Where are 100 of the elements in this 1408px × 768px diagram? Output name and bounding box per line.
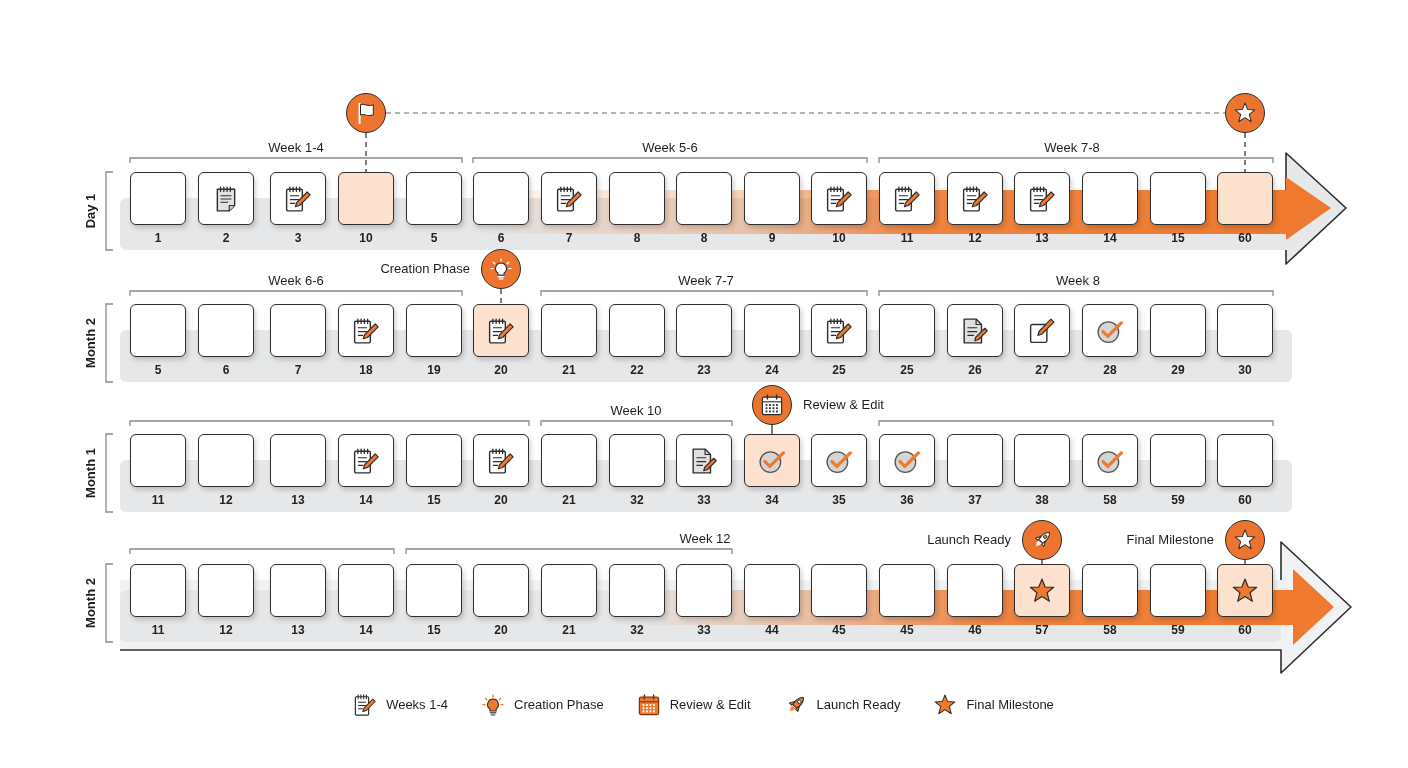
dashed-connector — [1244, 559, 1246, 565]
dashed-connector — [1244, 132, 1246, 173]
day-cell — [676, 304, 732, 357]
day-cell — [473, 434, 529, 487]
day-number: 10 — [832, 231, 846, 245]
row-label: Month 2 — [82, 318, 100, 368]
day-cell — [198, 304, 254, 357]
day-number: 26 — [968, 363, 982, 377]
day-cell — [676, 172, 732, 225]
day-number: 60 — [1238, 231, 1252, 245]
day-cell — [609, 172, 665, 225]
day-cell — [947, 564, 1003, 617]
day-cell — [1150, 172, 1206, 225]
day-cell — [1217, 304, 1273, 357]
day-number: 20 — [494, 493, 508, 507]
day-cell — [406, 172, 462, 225]
day-cell — [270, 434, 326, 487]
dashed-connector — [385, 112, 1226, 114]
day-cell — [338, 564, 394, 617]
day-number: 59 — [1171, 623, 1185, 637]
day-number: 24 — [765, 363, 779, 377]
day-number: 1 — [154, 231, 162, 245]
day-cell — [609, 434, 665, 487]
day-cell — [338, 172, 394, 225]
legend-label: Weeks 1-4 — [386, 696, 449, 715]
day-cell — [130, 564, 186, 617]
day-cell — [473, 172, 529, 225]
day-number: 13 — [1035, 231, 1049, 245]
day-cell — [811, 304, 867, 357]
day-cell — [1082, 564, 1138, 617]
day-cell — [1014, 434, 1070, 487]
day-number: 25 — [832, 363, 846, 377]
day-cell — [1150, 564, 1206, 617]
dashed-connector — [500, 288, 502, 305]
day-cell — [609, 304, 665, 357]
day-number: 8 — [700, 231, 708, 245]
week-label: Week 8 — [1056, 272, 1100, 291]
day-number: 11 — [151, 493, 165, 507]
milestone-label: Launch Ready — [927, 532, 1011, 548]
day-number: 34 — [765, 493, 779, 507]
day-cell — [198, 434, 254, 487]
day-cell — [406, 564, 462, 617]
milestone-marker — [1225, 93, 1265, 133]
day-number: 21 — [562, 493, 576, 507]
week-label: Week 6-6 — [268, 272, 324, 291]
day-cell — [270, 172, 326, 225]
day-cell — [130, 434, 186, 487]
day-cell — [541, 564, 597, 617]
milestone-marker — [1225, 520, 1265, 560]
week-label: Week 1-4 — [268, 139, 324, 158]
day-number: 15 — [427, 623, 441, 637]
day-number: 58 — [1103, 493, 1117, 507]
day-cell — [270, 564, 326, 617]
dashed-connector — [365, 132, 367, 173]
week-label: Week 7-8 — [1044, 139, 1100, 158]
day-cell — [541, 434, 597, 487]
day-number: 18 — [359, 363, 373, 377]
day-number: 13 — [291, 623, 305, 637]
day-number: 20 — [494, 363, 508, 377]
week-label: Week 12 — [679, 530, 731, 549]
day-number: 45 — [832, 623, 846, 637]
week-label: Week 5-6 — [642, 139, 698, 158]
day-number: 11 — [900, 231, 914, 245]
day-number: 14 — [359, 623, 373, 637]
day-number: 22 — [630, 363, 644, 377]
day-number: 25 — [900, 363, 914, 377]
day-number: 38 — [1035, 493, 1049, 507]
day-number: 14 — [1103, 231, 1117, 245]
day-number: 44 — [765, 623, 779, 637]
day-number: 6 — [222, 363, 230, 377]
day-number: 28 — [1103, 363, 1117, 377]
day-number: 45 — [900, 623, 914, 637]
day-number: 5 — [154, 363, 162, 377]
day-number: 2 — [222, 231, 230, 245]
day-number: 57 — [1035, 623, 1049, 637]
milestone-label: Review & Edit — [803, 397, 884, 413]
day-cell — [1082, 172, 1138, 225]
day-number: 3 — [294, 231, 302, 245]
day-cell — [1014, 564, 1070, 617]
day-number: 13 — [291, 493, 305, 507]
day-cell — [1217, 172, 1273, 225]
day-number: 46 — [968, 623, 982, 637]
day-cell — [541, 172, 597, 225]
day-number: 23 — [697, 363, 711, 377]
day-number: 60 — [1238, 493, 1252, 507]
connector-line — [771, 424, 773, 435]
day-number: 20 — [494, 623, 508, 637]
milestone-marker — [1022, 520, 1062, 560]
day-number: 12 — [968, 231, 982, 245]
day-cell — [198, 564, 254, 617]
row-label: Month 2 — [82, 578, 100, 628]
day-cell — [676, 564, 732, 617]
day-number: 35 — [832, 493, 846, 507]
day-cell — [609, 564, 665, 617]
day-cell — [130, 172, 186, 225]
day-cell — [338, 304, 394, 357]
day-cell — [811, 564, 867, 617]
day-number: 30 — [1238, 363, 1252, 377]
day-cell — [879, 434, 935, 487]
day-cell — [1150, 304, 1206, 357]
